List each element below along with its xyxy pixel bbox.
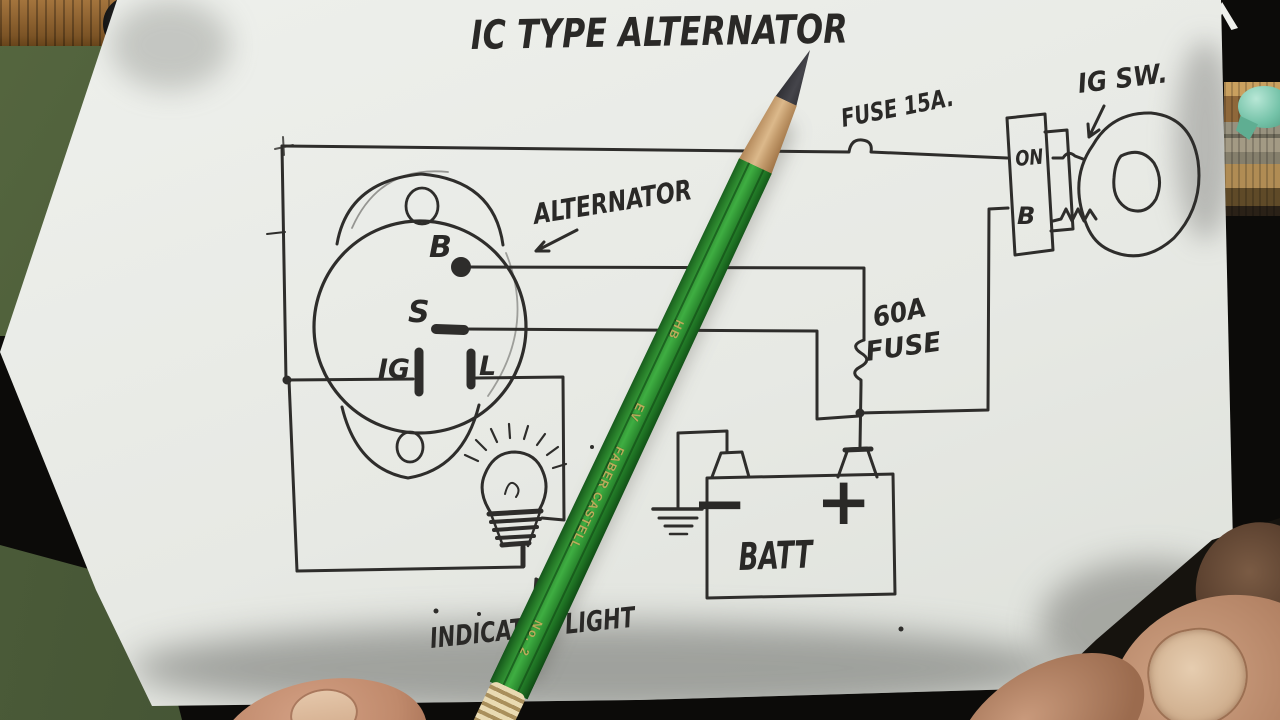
arrow-ig-switch xyxy=(1086,104,1106,139)
terminal-s-label: S xyxy=(408,295,430,330)
switch-contact-wavy xyxy=(1051,151,1085,161)
junction-dot xyxy=(282,375,292,385)
battery-label: BATT xyxy=(738,532,816,579)
battery-symbol xyxy=(705,446,897,600)
paper-shadow xyxy=(110,0,230,90)
terminal-ig-label: IG xyxy=(378,354,410,385)
alternator-label: ALTERNATOR xyxy=(529,173,694,231)
bulb-base xyxy=(486,508,544,517)
key-hole xyxy=(1112,150,1161,213)
fuse-60a-amp-label: 60A xyxy=(870,292,929,334)
wire-battery-negative xyxy=(676,429,729,510)
switch-on-label: ON xyxy=(1014,145,1044,171)
ig-switch-label: IG SW. xyxy=(1076,58,1169,100)
key-teeth-zigzag xyxy=(1051,207,1098,223)
alternator-body xyxy=(312,219,528,435)
mount-hole-top xyxy=(404,186,440,226)
terminal-b-dot xyxy=(451,257,471,277)
diagram-title: IC TYPE ALTERNATOR xyxy=(470,6,848,59)
bulb-filament xyxy=(504,481,520,498)
alternator-symbol xyxy=(282,170,865,480)
wire-top-with-fuse xyxy=(280,138,1009,160)
wire-left xyxy=(280,144,288,382)
wire-s xyxy=(460,327,861,421)
fuse-60a-symbol xyxy=(853,338,869,387)
bulb-base-side xyxy=(489,510,542,548)
fuse-15a-label: FUSE 15A. xyxy=(839,83,956,133)
sketch-tick xyxy=(274,136,294,156)
wire-ig xyxy=(284,377,415,382)
bulb-rays xyxy=(463,422,568,470)
battery-post-negative xyxy=(710,450,751,479)
switch-box-front xyxy=(1005,112,1055,257)
ground-symbol xyxy=(651,507,704,536)
sketch-line xyxy=(487,252,519,397)
terminal-s-bar xyxy=(431,324,469,335)
terminal-l-label: L xyxy=(479,351,496,382)
wire-b xyxy=(467,265,866,342)
battery-positive-symbol: + xyxy=(816,463,871,540)
alternator-ear-bottom xyxy=(340,403,481,480)
indicator-bulb xyxy=(463,422,568,569)
key-head xyxy=(1077,111,1201,258)
wire-to-switch-b xyxy=(858,206,1010,415)
battery-negative-symbol: − xyxy=(692,465,747,542)
sketch-line xyxy=(351,170,449,229)
bulb-base xyxy=(489,517,542,540)
battery-box xyxy=(705,472,897,600)
teal-clamp-tail xyxy=(1236,116,1258,140)
bulb-dome xyxy=(480,450,548,515)
switch-box-back xyxy=(1043,128,1075,233)
bulb-base xyxy=(499,540,532,548)
mount-hole-bottom xyxy=(395,430,425,464)
arrow-alternator xyxy=(534,228,579,253)
alternator-ear-top xyxy=(335,172,505,247)
battery-post-cap xyxy=(842,446,874,453)
sketch-tick xyxy=(266,231,286,235)
switch-b-label: B xyxy=(1017,202,1035,230)
junction-dot xyxy=(855,408,865,418)
paper-specks xyxy=(433,445,904,632)
ignition-switch-symbol xyxy=(1005,111,1201,258)
terminal-b-label: B xyxy=(429,230,452,265)
wire-l xyxy=(474,375,566,522)
